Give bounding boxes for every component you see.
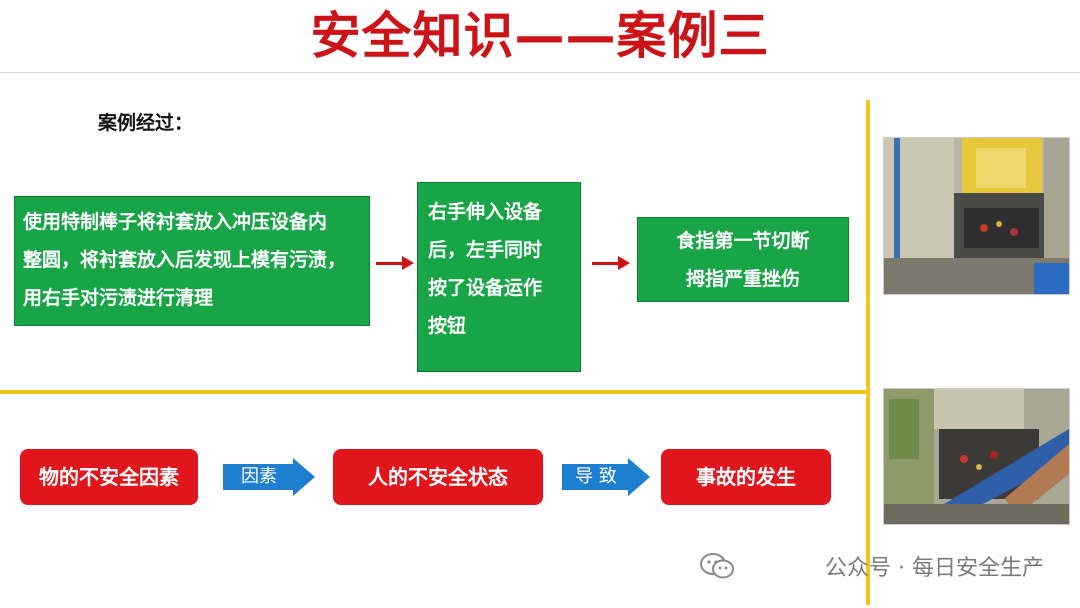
section-label: 案例经过： — [98, 108, 193, 135]
step-arrow-2 — [592, 262, 620, 265]
step-3-line-1: 食指第一节切断 — [648, 222, 838, 260]
vertical-divider — [866, 100, 870, 605]
step-1-line-3: 用右手对污渍进行清理 — [23, 279, 361, 317]
page-title: 安全知识——案例三 — [0, 0, 1080, 72]
factor-arrow-2-label: 导 致 — [562, 464, 630, 490]
factor-arrow-2: 导 致 — [562, 458, 650, 496]
step-arrow-1 — [376, 262, 404, 265]
wechat-icon — [700, 552, 734, 580]
factor-arrow-1: 因素 — [223, 458, 315, 496]
machine-photo-1 — [883, 137, 1070, 295]
machine-photo-2 — [883, 388, 1070, 525]
factor-arrow-1-label: 因素 — [223, 464, 295, 490]
step-1-line-1: 使用特制棒子将衬套放入冲压设备内 — [23, 203, 361, 241]
step-3-line-2: 拇指严重挫伤 — [648, 260, 838, 298]
unsafe-object-factor-box: 物的不安全因素 — [20, 449, 198, 505]
step-2-line-3: 按了设备运作 — [428, 269, 570, 307]
step-3-box: 食指第一节切断 拇指严重挫伤 — [637, 217, 849, 302]
accident-occurrence-box: 事故的发生 — [661, 449, 831, 505]
watermark-text: 公众号 · 每日安全生产 — [825, 550, 1044, 582]
step-2-box: 右手伸入设备 后，左手同时 按了设备运作 按钮 — [417, 182, 581, 372]
horizontal-divider — [0, 390, 870, 394]
step-2-line-2: 后，左手同时 — [428, 231, 570, 269]
step-1-line-2: 整圆，将衬套放入后发现上模有污渍， — [23, 241, 361, 279]
step-2-line-1: 右手伸入设备 — [428, 193, 570, 231]
step-2-line-4: 按钮 — [428, 307, 570, 345]
unsafe-human-state-box: 人的不安全状态 — [333, 449, 543, 505]
title-divider — [0, 72, 1080, 73]
step-1-box: 使用特制棒子将衬套放入冲压设备内 整圆，将衬套放入后发现上模有污渍， 用右手对污… — [14, 196, 370, 326]
